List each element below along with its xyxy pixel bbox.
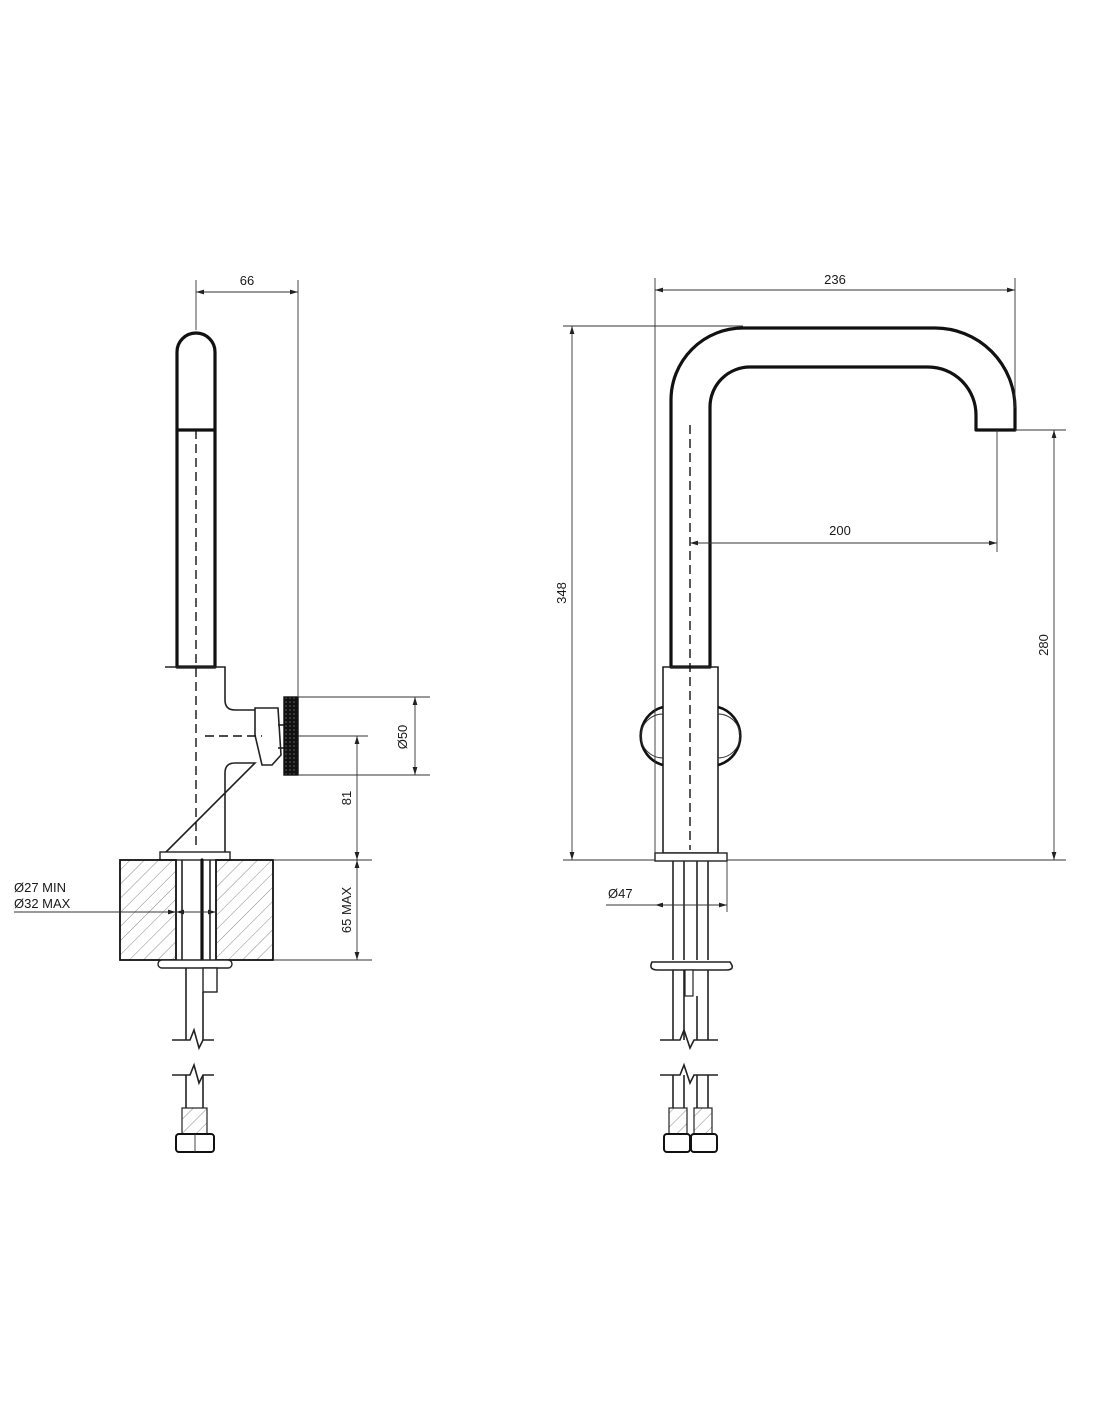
side-under-nut (202, 967, 218, 993)
front-handle-left (639, 705, 664, 767)
front-hose-ferrule-right (693, 1107, 713, 1135)
side-under-washer (157, 959, 233, 969)
side-base-flange (159, 851, 231, 861)
front-spout-outer (669, 326, 1017, 669)
front-dim-label-348: 348 (554, 582, 569, 604)
side-dim-label-hole-min: Ø27 MIN (14, 880, 66, 895)
side-deck-right (215, 859, 274, 961)
side-dim-label-65max: 65 MAX (339, 887, 354, 934)
front-handle-right (717, 705, 742, 767)
front-under-washer (650, 961, 734, 971)
front-hose-fitting-left (663, 1133, 691, 1153)
front-under-nut (684, 969, 694, 997)
side-body (163, 666, 257, 854)
side-dim-label-50: Ø50 (395, 725, 410, 750)
front-hose-fitting-right (690, 1133, 718, 1153)
side-knurled-knob (283, 696, 299, 776)
front-base-flange (654, 852, 728, 862)
side-view: 66 Ø50 81 65 MAX Ø27 MIN Ø32 MAX (14, 273, 430, 1153)
side-deck-left (119, 859, 177, 961)
front-handle-left-inner (640, 713, 664, 759)
front-dim-label-280: 280 (1036, 634, 1051, 656)
front-view: 236 200 348 280 Ø47 (554, 272, 1066, 1153)
side-dim-label-81: 81 (339, 791, 354, 805)
side-hose-ferrule (181, 1107, 208, 1135)
side-break-mark-top (172, 1027, 214, 1051)
side-handle-lever (254, 707, 282, 766)
side-dim-label-hole-max: Ø32 MAX (14, 896, 71, 911)
front-break-mark-bottom (660, 1062, 718, 1086)
front-hose-ferrule-left (668, 1107, 688, 1135)
front-dim-label-200: 200 (829, 523, 851, 538)
side-spout-pipe (175, 331, 217, 669)
front-dim-label-47: Ø47 (608, 886, 633, 901)
front-break-mark-top (660, 1027, 718, 1051)
side-break-mark-bottom (172, 1062, 214, 1086)
side-dim-label-66: 66 (240, 273, 254, 288)
front-handle-right-inner (717, 713, 741, 759)
front-dim-label-236: 236 (824, 272, 846, 287)
